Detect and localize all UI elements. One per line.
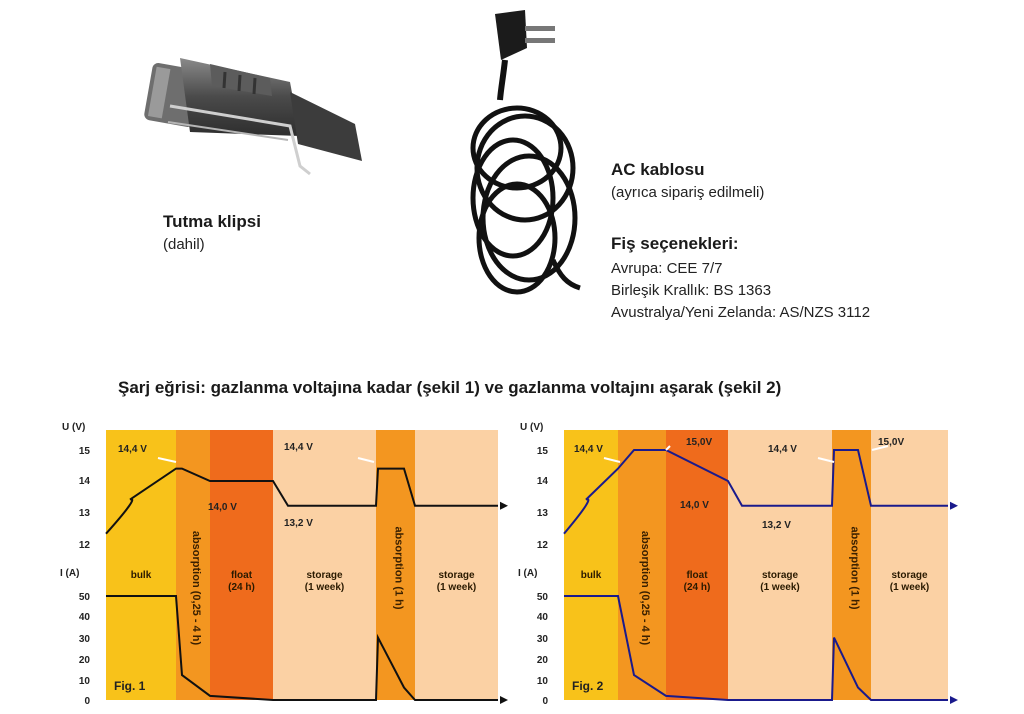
- i-axis-tick: 20: [537, 655, 549, 666]
- phase-band-absorption: [618, 430, 666, 700]
- u-axis-tick: 12: [79, 540, 91, 551]
- phase-band-absorption: [376, 430, 415, 700]
- phase-band-float: [210, 430, 273, 700]
- voltage-label: 14,4 V: [768, 444, 797, 455]
- i-axis-unit: I (A): [60, 568, 79, 579]
- u-axis-tick: 14: [79, 476, 91, 487]
- voltage-label: 15,0V: [686, 437, 712, 448]
- voltage-label: 14,4 V: [574, 444, 603, 455]
- current-arrowhead: [950, 696, 958, 704]
- chart-fig1: bulk absorption (0,25 - 4 h) float(24 h) st…: [60, 422, 508, 707]
- ac-cable-image: [470, 10, 581, 295]
- u-axis-unit: U (V): [62, 422, 85, 433]
- phase-band-storage: [728, 430, 832, 700]
- phase-label-storage: (1 week): [760, 582, 799, 593]
- i-axis-tick: 50: [537, 592, 549, 603]
- i-axis-tick: 10: [79, 676, 91, 687]
- phase-label-absorption: absorption (1 h): [849, 526, 861, 609]
- clip-subtitle: (dahil): [163, 236, 205, 253]
- voltage-label: 13,2 V: [284, 518, 313, 529]
- phase-label-absorption: absorption (0,25 - 4 h): [190, 531, 202, 646]
- phase-band-float: [666, 430, 728, 700]
- voltage-label: 14,4 V: [118, 444, 147, 455]
- u-axis-tick: 12: [537, 540, 549, 551]
- i-axis-tick: 40: [79, 612, 91, 623]
- cable-subtitle: (ayrıca sipariş edilmeli): [611, 184, 765, 201]
- i-axis-tick: 20: [79, 655, 91, 666]
- phase-label-storage: (1 week): [890, 582, 929, 593]
- plug-option-eu: Avrupa: CEE 7/7: [611, 260, 723, 277]
- phase-band-storage: [273, 430, 376, 700]
- phase-band-absorption: [176, 430, 210, 700]
- indicator-arrow: [871, 445, 889, 451]
- voltage-curve: [563, 449, 948, 535]
- plug-option-au-nz: Avustralya/Yeni Zelanda: AS/NZS 3112: [611, 304, 871, 321]
- charging-curve-heading: Şarj eğrisi: gazlanma voltajına kadar (ş…: [118, 378, 782, 397]
- phase-label-float: (24 h): [228, 582, 255, 593]
- phase-label-absorption: absorption (1 h): [393, 526, 405, 609]
- phase-label-storage: storage: [438, 570, 475, 581]
- voltage-label: 14,0 V: [208, 502, 237, 513]
- i-axis-tick: 30: [79, 634, 91, 645]
- i-axis-tick: 0: [84, 696, 90, 707]
- voltage-label: 13,2 V: [762, 520, 791, 531]
- current-arrowhead: [500, 696, 508, 704]
- i-axis-tick: 0: [542, 696, 548, 707]
- figure-label: Fig. 2: [572, 679, 604, 693]
- indicator-arrow: [665, 445, 671, 451]
- voltage-label: 15,0V: [878, 437, 904, 448]
- u-axis-tick: 14: [537, 476, 549, 487]
- u-axis-tick: 15: [537, 446, 549, 457]
- current-curve: [564, 595, 948, 701]
- plug-option-uk: Birleşik Krallık: BS 1363: [611, 282, 772, 299]
- voltage-label: 14,4 V: [284, 442, 313, 453]
- phase-label-float: float: [231, 570, 253, 581]
- phase-label-bulk: bulk: [581, 570, 602, 581]
- indicator-arrow: [357, 457, 375, 463]
- phase-label-storage: (1 week): [305, 582, 344, 593]
- cable-title: AC kablosu: [611, 160, 705, 179]
- clip-title: Tutma klipsi: [163, 212, 261, 231]
- u-axis-tick: 15: [79, 446, 91, 457]
- current-curve: [106, 595, 498, 701]
- phase-band-storage: [871, 430, 948, 700]
- u-axis-tick: 13: [537, 508, 549, 519]
- plug-options-list: Avrupa: CEE 7/7 Birleşik Krallık: BS 136…: [611, 258, 870, 324]
- voltage-label: 14,0 V: [680, 500, 709, 511]
- indicator-arrow: [603, 457, 621, 463]
- phase-band-storage: [415, 430, 498, 700]
- phase-band-bulk: [564, 430, 618, 700]
- phase-label-float: (24 h): [684, 582, 711, 593]
- plug-options-title: Fiş seçenekleri:: [611, 234, 739, 253]
- retaining-clip-image: [144, 58, 362, 176]
- phase-label-storage: storage: [891, 570, 928, 581]
- phase-label-absorption: absorption (0,25 - 4 h): [639, 531, 651, 646]
- indicator-arrow: [817, 457, 835, 463]
- voltage-arrowhead: [500, 501, 508, 510]
- phase-label-storage: storage: [762, 570, 799, 581]
- i-axis-tick: 40: [537, 612, 549, 623]
- phase-band-bulk: [106, 430, 176, 700]
- phase-label-bulk: bulk: [131, 570, 152, 581]
- i-axis-unit: I (A): [518, 568, 537, 579]
- voltage-curve: [105, 467, 498, 535]
- voltage-arrowhead: [950, 501, 958, 510]
- i-axis-tick: 10: [537, 676, 549, 687]
- figure-label: Fig. 1: [114, 679, 146, 693]
- i-axis-tick: 50: [79, 592, 91, 603]
- i-axis-tick: 30: [537, 634, 549, 645]
- indicator-arrow: [157, 457, 177, 463]
- chart-fig2: bulk absorption (0,25 - 4 h) float(24 h) st…: [518, 422, 958, 707]
- phase-label-float: float: [686, 570, 708, 581]
- phase-label-storage: storage: [306, 570, 343, 581]
- phase-label-storage: (1 week): [437, 582, 476, 593]
- u-axis-unit: U (V): [520, 422, 543, 433]
- u-axis-tick: 13: [79, 508, 91, 519]
